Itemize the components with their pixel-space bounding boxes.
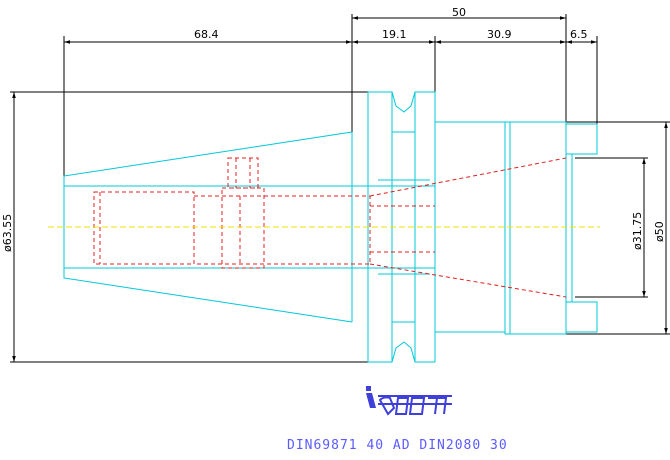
dim-text-31: ø31.75 (631, 212, 644, 250)
hidden-cone-top (369, 157, 567, 197)
logo-dot (366, 386, 371, 391)
hidden-cone-bottom (369, 263, 567, 298)
logo-a (408, 397, 426, 415)
end-tooth-top (565, 123, 598, 155)
hidden-bore-main (193, 195, 371, 265)
hidden-screw-body (221, 187, 265, 269)
body-right (504, 121, 567, 335)
brand-logo (366, 386, 452, 416)
logo-c (394, 397, 410, 415)
dim-text-50-diam: ø50 (653, 221, 666, 242)
end-tooth-bottom (565, 301, 598, 333)
taper-bottom-edge (63, 267, 353, 323)
flange-left-block (367, 91, 393, 363)
dim-text-6: 6.5 (570, 28, 588, 41)
taper-top-edge (63, 131, 353, 187)
dim-text-19: 19.1 (382, 28, 407, 41)
dim-text-68: 68.4 (194, 28, 219, 41)
dim-text-63: ø63.55 (1, 214, 14, 252)
hidden-lines (93, 157, 567, 298)
model-caption: DIN69871 40 AD DIN2080 30 (287, 438, 508, 453)
logo-s (378, 396, 396, 416)
hidden-screw-head (227, 157, 259, 189)
v-groove-top (391, 91, 416, 113)
logo-i-stroke (366, 393, 376, 408)
dimension-lines (10, 14, 670, 363)
logo-r (428, 397, 448, 415)
v-groove-bottom (391, 341, 416, 363)
dim-text-50: 50 (452, 6, 466, 19)
dim-text-30: 30.9 (487, 28, 512, 41)
hidden-bore-left (93, 191, 195, 265)
